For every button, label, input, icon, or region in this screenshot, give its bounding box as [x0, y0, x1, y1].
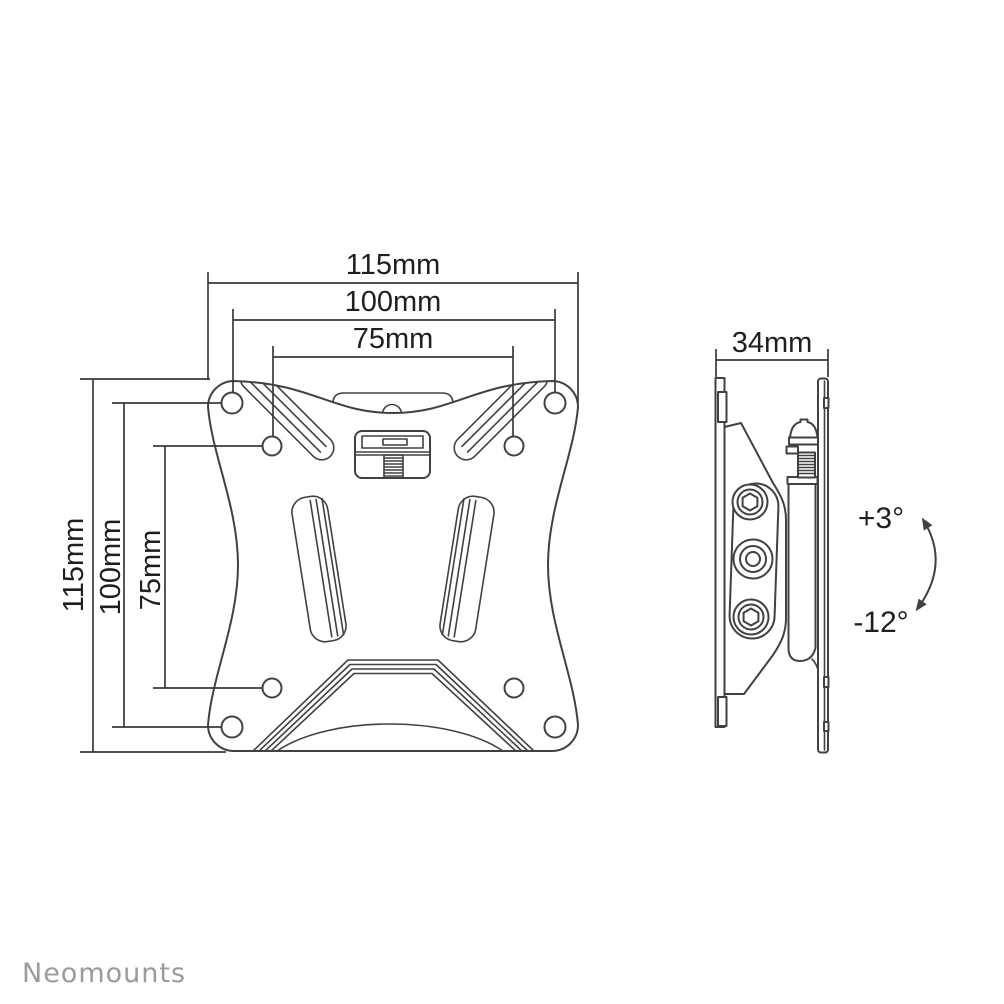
wall-plate	[714, 377, 728, 728]
dim-label-height-outer: 115mm	[58, 518, 90, 613]
hole-100-top-left	[220, 391, 244, 415]
vesa-plate-outline	[207, 380, 579, 752]
hole-75-bottom-left	[261, 677, 283, 699]
dimension-lines: 115mm 100mm 75mm 115mm 100mm	[58, 249, 829, 753]
top-tab	[332, 392, 454, 415]
dim-label-width-outer: 115mm	[346, 249, 441, 281]
screw-head-icon	[789, 418, 819, 439]
monitor-plate-notch	[823, 676, 830, 688]
plate-ribs	[239, 381, 549, 751]
hole-75-top-right	[503, 435, 525, 457]
screw-flange	[788, 436, 819, 446]
hex-bolt-bottom-icon	[732, 598, 770, 636]
brand-logo: Neomounts	[22, 958, 186, 989]
dim-height-outer: 115mm	[58, 378, 226, 753]
hole-75-top-left	[261, 435, 283, 457]
vesa-100-holes	[220, 391, 567, 739]
front-view	[207, 380, 579, 752]
dim-label-depth: 34mm	[732, 327, 813, 359]
pivot-bolt-icon	[732, 538, 774, 580]
vesa-carrier	[785, 418, 820, 673]
vesa-75-holes	[261, 435, 525, 699]
tilt-up-label: +3°	[858, 502, 904, 535]
wall-plate-notch-top	[717, 391, 728, 423]
hole-100-bottom-left	[220, 715, 244, 739]
hole-100-top-right	[543, 391, 567, 415]
rib-bottom-chevron	[251, 659, 536, 751]
dim-label-height-vesa75: 75mm	[135, 530, 167, 611]
monitor-plate-notch	[823, 721, 830, 732]
bottom-ridge	[276, 723, 504, 751]
screw-thread-side	[797, 451, 816, 479]
rib-middle-left	[291, 495, 347, 643]
dim-width-outer: 115mm	[207, 249, 579, 403]
dim-height-vesa100: 100mm	[95, 402, 221, 728]
tilt-down-label: -12°	[853, 606, 908, 639]
monitor-plate-notch	[823, 397, 830, 409]
dim-width-vesa75: 75mm	[272, 323, 514, 437]
arrow-up-icon	[921, 517, 933, 531]
dim-label-width-vesa100: 100mm	[345, 286, 442, 318]
dim-width-vesa100: 100mm	[232, 286, 556, 393]
rib-middle-right	[439, 495, 495, 643]
tilt-range-arrow	[915, 517, 937, 612]
rib-top-right	[453, 381, 549, 461]
hex-bolt-top-icon	[731, 483, 769, 521]
screw-hole-bump	[381, 403, 403, 415]
hole-75-bottom-right	[503, 677, 525, 699]
locking-screw-block	[354, 430, 431, 479]
dim-height-vesa75: 75mm	[135, 445, 262, 689]
monitor-plate	[817, 377, 830, 754]
dim-label-width-vesa75: 75mm	[353, 323, 434, 355]
screw-thread-front	[383, 454, 404, 479]
hole-100-bottom-right	[543, 715, 567, 739]
arrow-down-icon	[915, 598, 927, 612]
dim-depth: 34mm	[715, 327, 829, 377]
wall-plate-notch-bottom	[717, 696, 728, 727]
side-view: +3° -12°	[714, 377, 937, 754]
dim-label-height-vesa100: 100mm	[95, 519, 127, 616]
rib-top-left	[239, 381, 335, 461]
